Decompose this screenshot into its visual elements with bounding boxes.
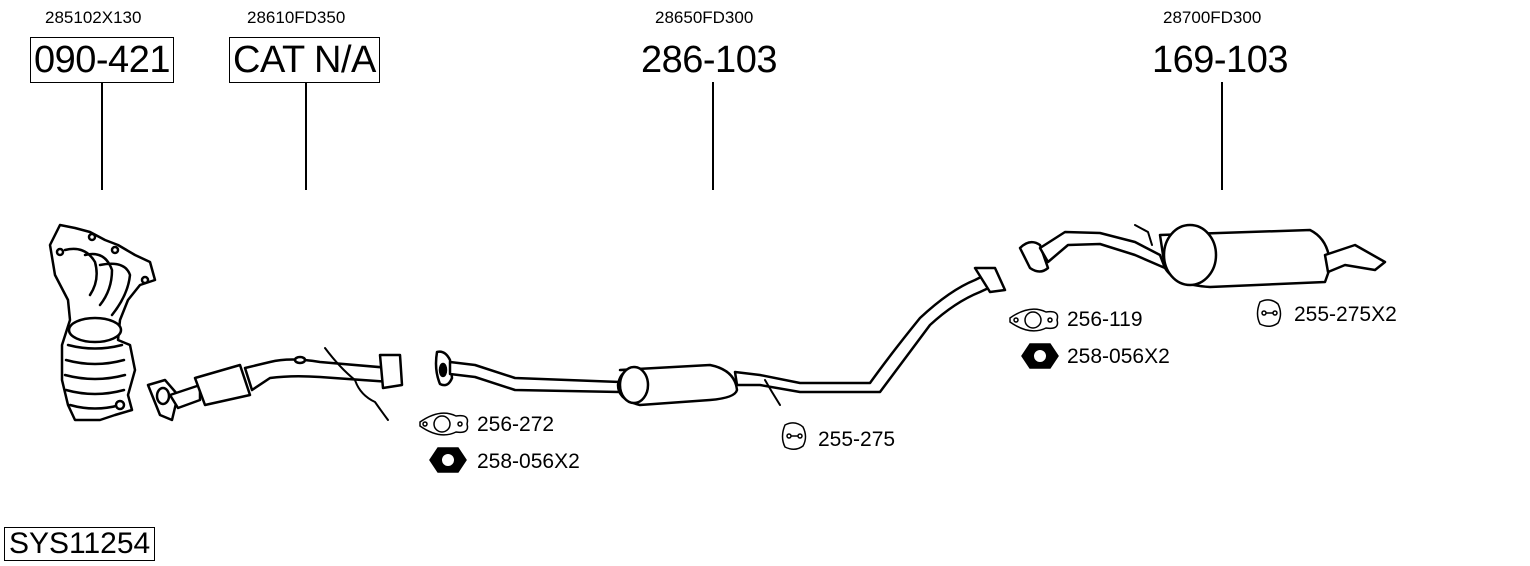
leader-line-manifold <box>101 82 103 190</box>
accessory-label-gasket-256-272[interactable]: 256-272 <box>477 413 555 436</box>
nut-icon-258-056-a <box>429 447 467 473</box>
part-number-manifold[interactable]: 090-421 <box>30 37 174 83</box>
gasket-icon-256-119 <box>1009 308 1059 332</box>
accessory-label-nut-258-056[interactable]: 258-056X2 <box>477 450 580 473</box>
oem-number-middle-silencer: 28650FD300 <box>655 8 754 27</box>
accessory-label-hanger-255-275[interactable]: 255-275 <box>818 428 896 451</box>
rubber-hanger-icon-255-275x2 <box>1256 299 1282 327</box>
leader-line-front-pipe <box>305 82 307 190</box>
front-pipe-icon <box>146 347 404 422</box>
accessory-label-hanger-255-275x2[interactable]: 255-275X2 <box>1294 303 1397 326</box>
rear-silencer-icon <box>1018 223 1387 289</box>
accessory-label-nut-258-056x2[interactable]: 258-056X2 <box>1067 345 1170 368</box>
leader-line-middle-silencer <box>712 82 714 190</box>
part-number-rear-silencer[interactable]: 169-103 <box>1152 39 1288 81</box>
manifold-catalyst-icon <box>48 223 157 422</box>
nut-icon-258-056-b <box>1021 343 1059 369</box>
middle-silencer-icon <box>434 266 1007 407</box>
gasket-icon-256-272 <box>419 412 469 436</box>
oem-number-manifold: 285102X130 <box>45 8 142 27</box>
oem-number-rear-silencer: 28700FD300 <box>1163 8 1262 27</box>
leader-line-rear-silencer <box>1221 82 1223 190</box>
part-number-front-pipe[interactable]: CAT N/A <box>229 37 380 83</box>
accessory-label-gasket-256-119[interactable]: 256-119 <box>1067 308 1143 331</box>
system-code: SYS11254 <box>4 527 156 561</box>
part-number-middle-silencer[interactable]: 286-103 <box>641 39 777 81</box>
rubber-hanger-icon-255-275 <box>781 422 807 450</box>
oem-number-front-pipe: 28610FD350 <box>247 8 346 27</box>
